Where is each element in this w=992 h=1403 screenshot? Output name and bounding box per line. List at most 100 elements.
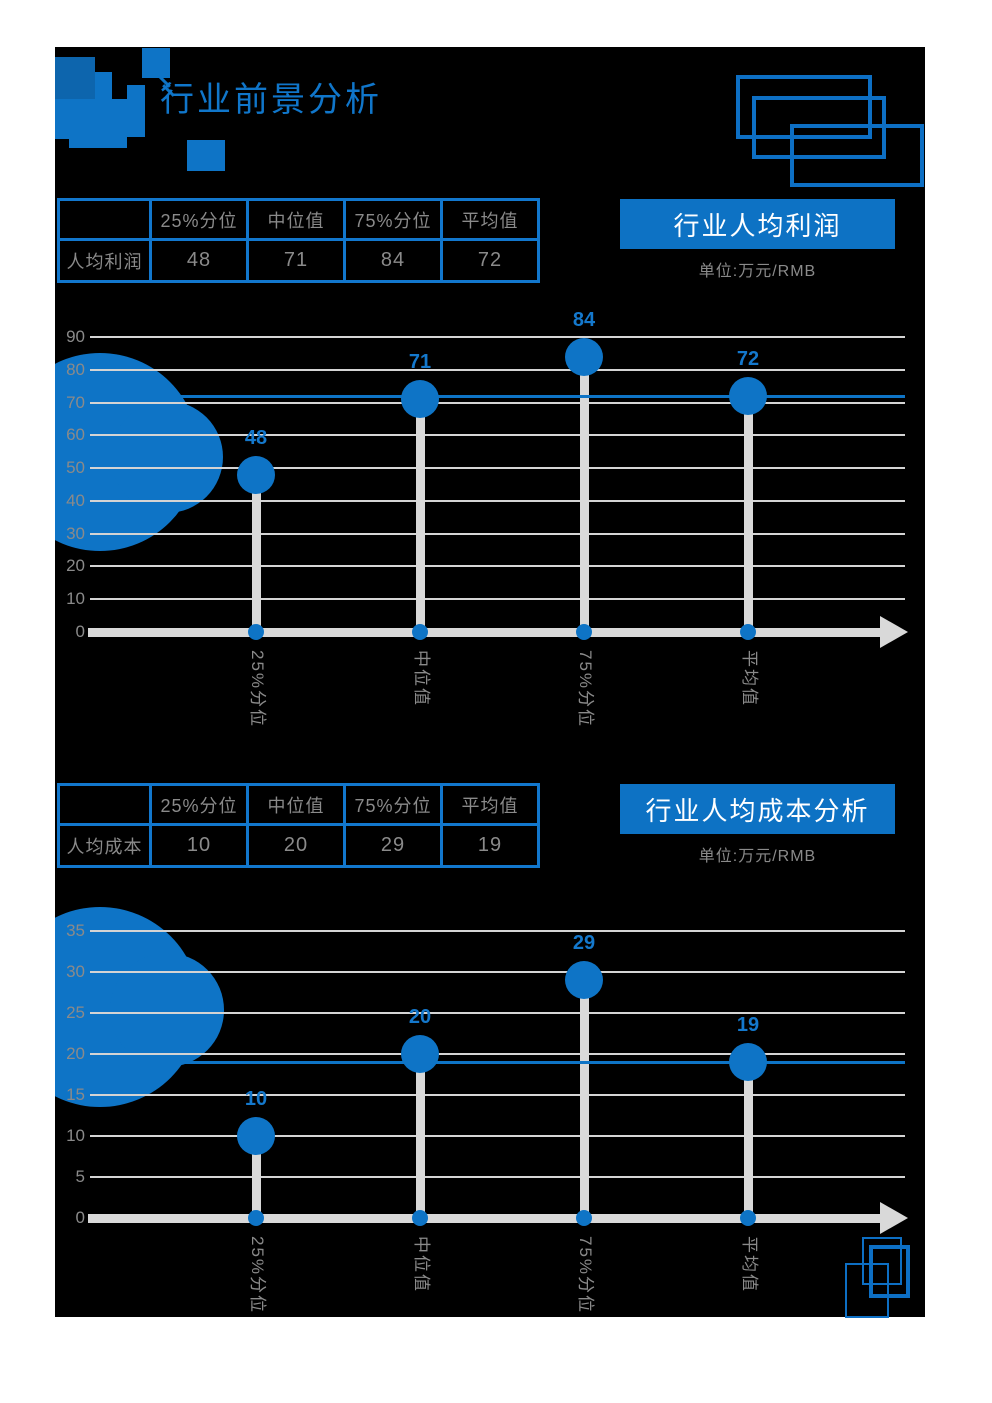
deco-rectangle-icon: [736, 75, 872, 139]
table-value-cell: 84: [346, 241, 440, 280]
gridline: [90, 1176, 905, 1178]
x-category-label: 25%分位: [248, 1236, 267, 1315]
lollipop-point: [565, 337, 603, 376]
value-label: 10: [244, 1088, 268, 1110]
x-axis-arrowhead-icon: [880, 1202, 908, 1234]
lollipop-stem: [580, 356, 589, 632]
gridline: [90, 1135, 905, 1137]
table-header-cell: 25%分位: [152, 201, 246, 238]
logo-square-icon: [187, 140, 225, 171]
table-value-cell: 72: [443, 241, 537, 280]
gridline: [90, 930, 905, 932]
table-header-cell: 中位值: [249, 201, 343, 238]
gridline: [90, 335, 905, 338]
logo-square-icon: [127, 85, 145, 137]
table-row-label: 人均成本: [60, 826, 149, 865]
lollipop-stem: [252, 1136, 261, 1218]
y-tick-label: 10: [66, 1126, 85, 1145]
y-tick-label: 15: [66, 1085, 85, 1104]
table-corner-cell: [60, 201, 149, 238]
lollipop-point: [237, 1117, 275, 1155]
logo-square-icon: [69, 138, 127, 148]
x-axis: [88, 628, 880, 637]
lollipop-stem: [580, 980, 589, 1218]
x-category-label: 中位值: [412, 1236, 431, 1293]
x-category-label: 平均值: [740, 650, 759, 707]
x-category-label: 75%分位: [576, 650, 595, 729]
lollipop-stem: [416, 399, 425, 632]
deco-square-icon: [862, 1237, 902, 1285]
gridline: [90, 1053, 905, 1055]
table-header-cell: 75%分位: [346, 201, 440, 238]
gridline: [90, 401, 905, 404]
lollipop-point: [565, 961, 603, 1000]
table-value-cell: 10: [152, 826, 246, 865]
y-tick-label: 40: [66, 490, 85, 510]
y-tick-label: 10: [66, 589, 85, 609]
table-row-label: 人均利润: [60, 241, 149, 280]
y-tick-label: 5: [75, 1167, 85, 1186]
axis-dot: [412, 624, 428, 640]
table-header-cell: 平均值: [443, 786, 537, 823]
lollipop-point: [729, 376, 767, 415]
table-header-cell: 25%分位: [152, 786, 246, 823]
logo-square-icon: [55, 99, 127, 139]
gridline: [90, 532, 905, 535]
y-tick-label: 30: [66, 962, 85, 981]
axis-dot: [248, 1210, 264, 1226]
gridline: [90, 434, 905, 437]
table-value-cell: 19: [443, 826, 537, 865]
profit-unit-label: 单位:万元/RMB: [698, 263, 817, 280]
x-category-label: 25%分位: [248, 650, 267, 729]
lollipop-stem: [252, 474, 261, 632]
logo-square-icon: [55, 57, 95, 99]
table-value-cell: 71: [249, 241, 343, 280]
gridline: [90, 565, 905, 568]
lollipop-point: [401, 380, 439, 419]
value-label: 71: [408, 351, 432, 374]
logo-square-icon: [142, 48, 170, 78]
y-tick-label: 0: [75, 622, 85, 641]
logo-square-icon: [95, 72, 112, 99]
reference-line: [90, 394, 905, 398]
axis-dot: [576, 1210, 592, 1226]
table-value-cell: 48: [152, 241, 246, 280]
gridline: [90, 499, 905, 502]
cost-unit-label: 单位:万元/RMB: [698, 848, 817, 865]
y-tick-label: 90: [66, 326, 85, 346]
gridline: [90, 1012, 905, 1014]
deco-square-icon: [845, 1263, 889, 1318]
deco-rectangle-icon: [790, 124, 924, 187]
value-label: 20: [408, 1006, 432, 1028]
y-tick-label: 50: [66, 458, 85, 478]
lollipop-stem: [416, 1054, 425, 1218]
x-category-label: 中位值: [412, 650, 431, 707]
x-axis: [88, 1214, 880, 1223]
profit-banner: 行业人均利润: [620, 199, 895, 249]
value-label: 48: [244, 426, 268, 449]
lollipop-point: [401, 1035, 439, 1073]
value-label: 29: [572, 932, 596, 955]
gridline: [90, 1094, 905, 1096]
x-category-label: 75%分位: [576, 1236, 595, 1315]
gridline: [90, 467, 905, 470]
axis-dot: [740, 624, 756, 640]
x-axis-arrowhead-icon: [880, 616, 908, 648]
y-tick-label: 80: [66, 359, 85, 379]
gridline: [90, 598, 905, 601]
lollipop-stem: [744, 395, 753, 632]
lollipop-point: [237, 455, 275, 494]
table-corner-cell: [60, 786, 149, 823]
x-category-label: 平均值: [740, 1236, 759, 1293]
y-tick-label: 20: [66, 1044, 85, 1063]
deco-square-icon: [869, 1245, 910, 1298]
page-title: 行业前景分析: [160, 81, 382, 119]
axis-dot: [412, 1210, 428, 1226]
table-value-cell: 29: [346, 826, 440, 865]
cost-banner: 行业人均成本分析: [620, 784, 895, 834]
value-label: 72: [736, 347, 760, 370]
y-tick-label: 0: [75, 1208, 85, 1227]
y-tick-label: 25: [66, 1003, 85, 1022]
